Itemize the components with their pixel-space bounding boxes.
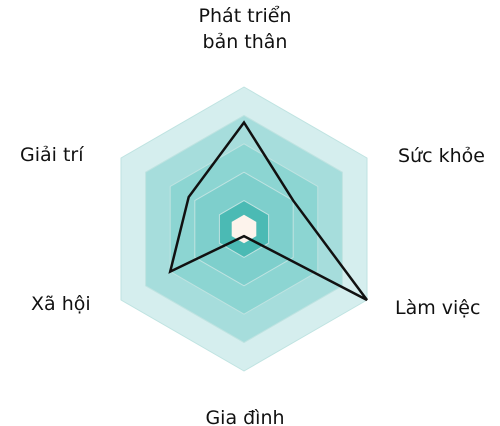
radar-rings xyxy=(120,86,368,372)
series-line xyxy=(168,120,369,302)
radar-ring-6 xyxy=(231,214,257,244)
axis-label-line: Phát triển xyxy=(199,5,292,27)
axis-label-4: Gia đình xyxy=(205,407,284,426)
axis-label-6: Giải trí xyxy=(20,144,84,166)
axis-label-line: Sức khỏe xyxy=(398,145,485,167)
axis-label-3: Làm việc xyxy=(395,297,480,319)
axis-label-line: Gia đình xyxy=(205,407,284,426)
axis-label-5: Xã hội xyxy=(31,293,91,315)
radar-series xyxy=(168,120,369,302)
axis-label-1: Phát triển bản thân xyxy=(199,5,292,53)
axis-label-line: Làm việc xyxy=(395,297,480,319)
axis-label-2: Sức khỏe xyxy=(398,145,485,167)
axis-label-line: bản thân xyxy=(203,31,288,53)
axis-label-line: Xã hội xyxy=(31,293,91,315)
axis-label-line: Giải trí xyxy=(20,144,84,166)
